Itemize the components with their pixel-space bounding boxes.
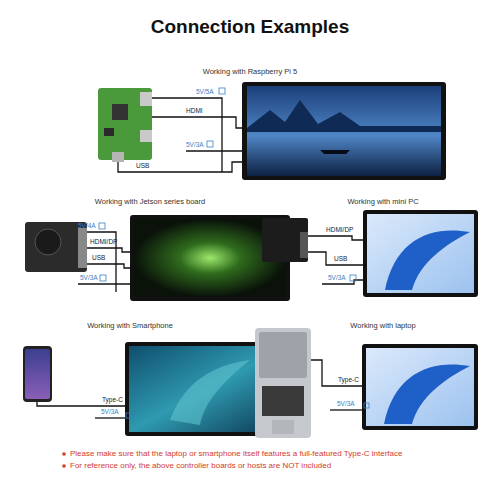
laptop [255, 328, 311, 438]
cable [311, 360, 362, 386]
panel-heading: Working with Raspberry Pi 5 [203, 68, 297, 76]
monitor-screen [366, 348, 474, 426]
boat-silhouette [320, 150, 350, 154]
power-rating: 5V/3A [101, 409, 119, 416]
panel-heading: Working with mini PC [347, 198, 418, 206]
monitor-bezel [362, 344, 478, 430]
power-icon [219, 88, 225, 94]
mountain-silhouette [247, 100, 441, 132]
laptop-lid [259, 332, 307, 378]
port-label: HDMI/DP [90, 239, 117, 246]
cable [87, 248, 130, 252]
cable-group [308, 236, 363, 284]
phone-screen [25, 349, 50, 399]
power-rating: 5V/3A [337, 401, 355, 408]
power-rating: 5V/3A [186, 142, 204, 149]
cable [78, 283, 130, 284]
port-label: USB [334, 256, 347, 263]
chip [112, 104, 128, 120]
panel-heading: Working with Smartphone [87, 322, 173, 330]
note-text: For reference only, the above controller… [70, 462, 331, 470]
power-rating: 5V/3A [328, 275, 346, 282]
monitor-screen [247, 86, 441, 176]
cable [330, 409, 362, 410]
cable [118, 162, 242, 172]
power-icon [350, 275, 356, 281]
note-text: Please make sure that the laptop or smar… [70, 450, 402, 458]
cable-group [37, 402, 125, 418]
power-icon [100, 275, 106, 281]
wallpaper-swirl [384, 364, 470, 424]
power-icon [126, 413, 131, 418]
keyboard [262, 386, 304, 416]
cable [152, 117, 242, 128]
cable-group [311, 360, 362, 410]
mini-pc [262, 218, 308, 262]
panel-heading: Working with laptop [350, 322, 415, 330]
port [140, 130, 152, 142]
power-icon [364, 403, 369, 408]
power-icon [207, 141, 213, 147]
cable [308, 236, 363, 240]
cable [186, 150, 242, 151]
wallpaper-swirl [385, 230, 470, 290]
bullet [62, 464, 66, 468]
port-label: USB [92, 255, 105, 262]
port [112, 152, 124, 162]
pi-board [98, 88, 152, 160]
page-title: Connection Examples [151, 16, 350, 38]
smartphone [23, 346, 52, 402]
fan [35, 229, 61, 255]
monitor-bezel [363, 210, 478, 297]
trackpad [272, 420, 294, 434]
cable [95, 417, 125, 418]
monitor-bezel [242, 82, 446, 180]
cable-group [118, 98, 242, 172]
wallpaper-swirl [170, 360, 250, 425]
cable [152, 98, 222, 172]
port-label: HDMI/DP [326, 227, 353, 234]
cable [308, 252, 363, 265]
power-rating: 5V/4A [78, 223, 96, 230]
cable [87, 264, 130, 268]
port-label: Type-C [338, 377, 359, 384]
monitor-screen [367, 214, 474, 293]
chip [104, 128, 114, 136]
port [78, 228, 87, 268]
port [300, 232, 308, 258]
port-label: USB [136, 163, 149, 170]
jetson-board [25, 222, 87, 272]
cable-group [78, 232, 130, 292]
port [140, 92, 152, 106]
power-rating: 5V/3A [80, 275, 98, 282]
bullet [62, 452, 66, 456]
power-rating: 5V/5A [196, 89, 214, 96]
panel-heading: Working with Jetson series board [95, 198, 205, 206]
port-label: HDMI [186, 108, 203, 115]
power-icon [99, 223, 105, 229]
port-label: Type-C [102, 397, 123, 404]
